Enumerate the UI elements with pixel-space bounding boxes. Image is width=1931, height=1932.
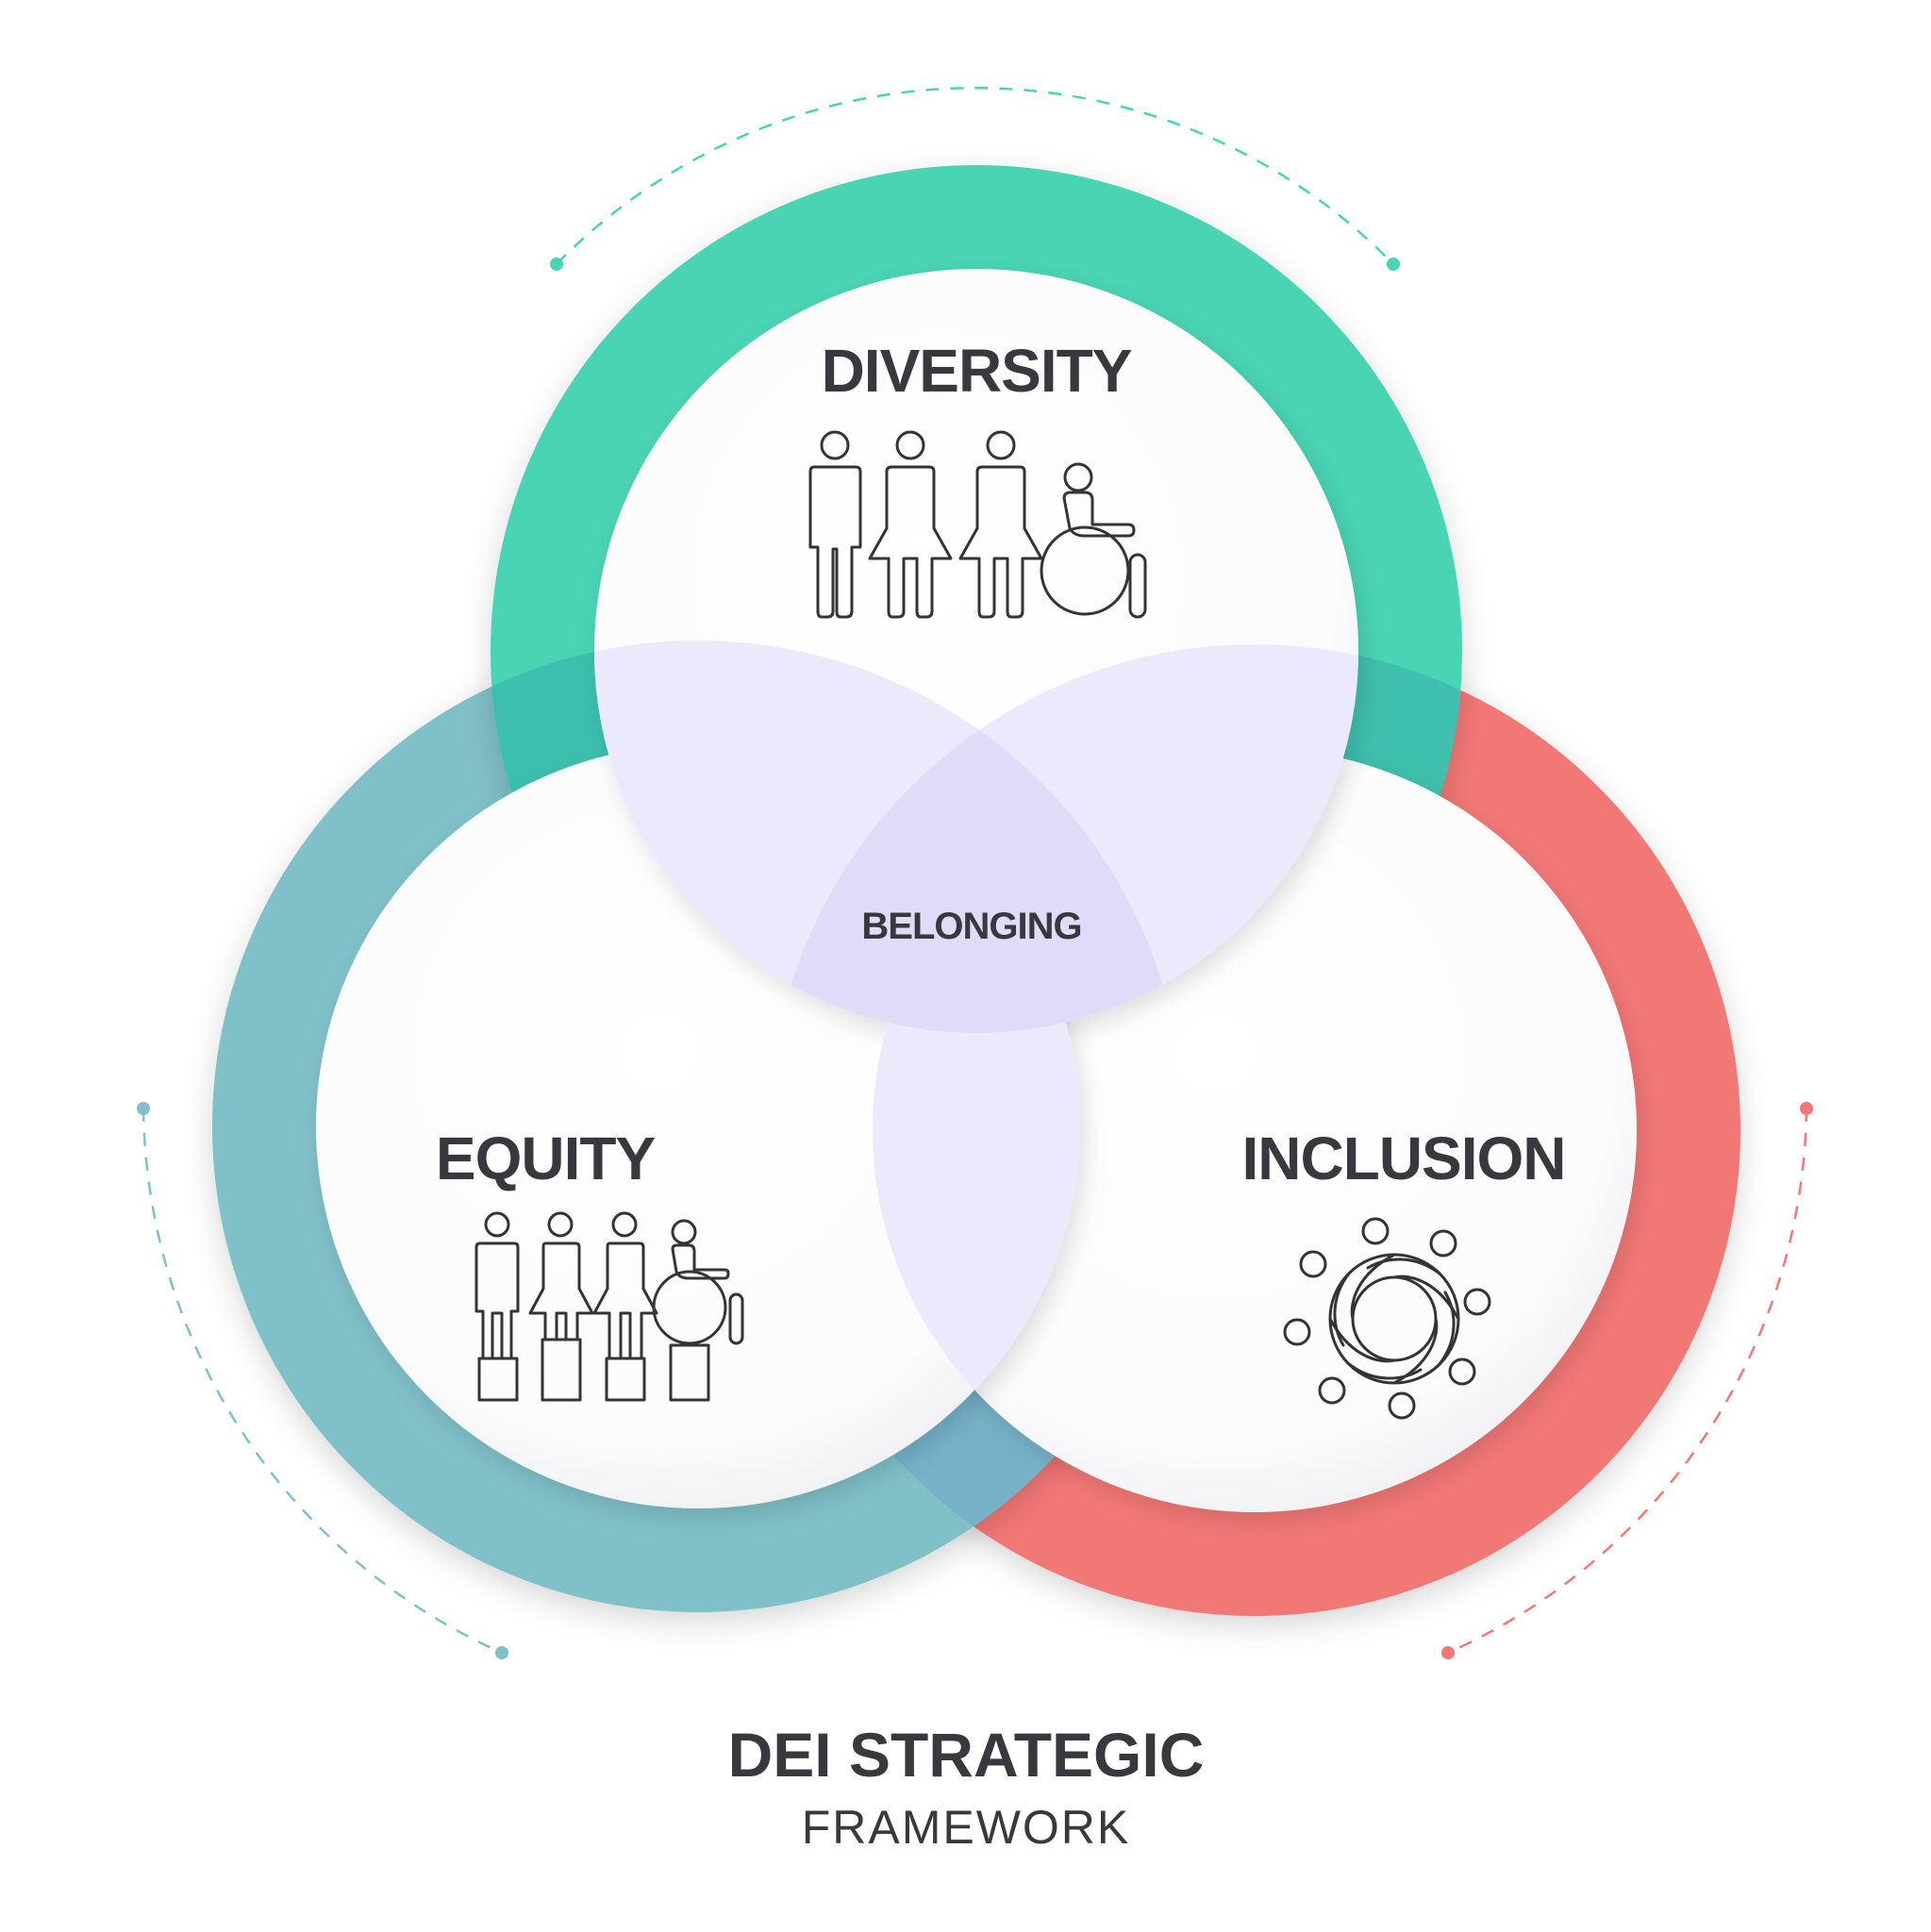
right-arc-dot-top (1800, 1102, 1813, 1115)
left-dashed-arc (141, 1108, 503, 1655)
left-arc-dot-top (137, 1102, 150, 1115)
top-arc-dot-right (1387, 258, 1400, 271)
top-arc-dot-left (550, 258, 563, 271)
people-on-pedestals-icon (474, 1211, 744, 1402)
left-arc-dot-bottom (495, 1646, 508, 1659)
right-arc-dot-bottom (1441, 1646, 1455, 1659)
belonging-center-region (769, 644, 1184, 1033)
people-circle-icon (1283, 1217, 1491, 1420)
diagram-title: DEI STRATEGIC (728, 1720, 1205, 1790)
top-dashed-arc (556, 87, 1394, 265)
belonging-label: BELONGING (861, 906, 1081, 947)
right-dashed-arc (1447, 1108, 1808, 1655)
diverse-people-icon (808, 430, 1147, 619)
diagram-subtitle: FRAMEWORK (802, 1801, 1131, 1854)
decorative-arcs (137, 87, 1813, 1659)
inclusion-label: INCLUSION (1242, 1124, 1566, 1192)
equity-label: EQUITY (436, 1124, 656, 1192)
diversity-label: DIVERSITY (822, 337, 1132, 405)
